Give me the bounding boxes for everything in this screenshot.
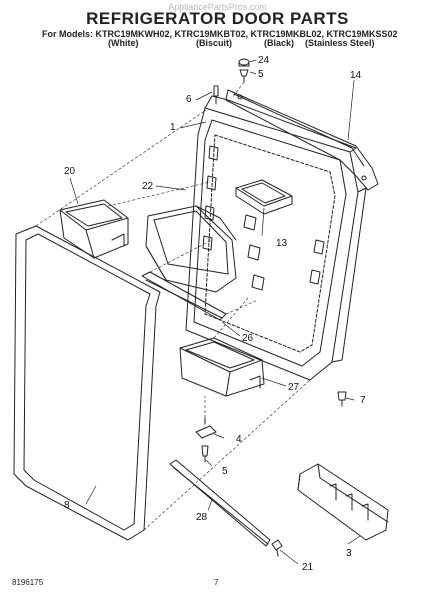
callout-label: 26 — [242, 333, 254, 344]
callout-label: 8 — [64, 500, 70, 511]
finish-stainless: (Stainless Steel) — [305, 38, 375, 48]
callout-label: 13 — [276, 238, 288, 249]
page-number: 7 — [214, 578, 219, 587]
callout-label: 6 — [186, 94, 192, 105]
finish-black: (Black) — [264, 38, 295, 48]
shelf-strip — [141, 271, 227, 321]
callout-labels: 24 5 14 6 1 20 22 13 26 27 7 4 5 8 28 21… — [64, 55, 366, 573]
models-line: For Models: KTRC19MKWH02, KTRC19MKBT02, … — [42, 29, 398, 39]
callout-label: 21 — [302, 562, 314, 573]
door-bin-small — [59, 199, 129, 259]
door-liner — [185, 95, 367, 381]
door-bin-large — [179, 337, 265, 397]
callout-label: 22 — [142, 181, 154, 192]
door-gasket — [13, 225, 161, 541]
callout-label: 7 — [360, 395, 366, 406]
shelf-cover — [145, 205, 237, 293]
page-title: REFRIGERATOR DOOR PARTS — [86, 9, 349, 28]
document-number: 8196175 — [12, 578, 44, 587]
callout-label: 20 — [64, 166, 76, 177]
hinge-pin-parts — [195, 417, 217, 463]
callout-label: 24 — [258, 55, 270, 66]
callout-label: 5 — [222, 466, 228, 477]
bottom-strip — [169, 459, 271, 547]
screw-right — [337, 391, 347, 407]
callout-label: 5 — [258, 69, 264, 80]
callout-label: 27 — [288, 382, 300, 393]
callout-label: 28 — [196, 512, 208, 523]
callout-leaders — [69, 59, 361, 565]
callout-label: 14 — [350, 70, 362, 81]
finish-white: (White) — [108, 38, 139, 48]
finish-biscuit: (Biscuit) — [196, 38, 232, 48]
door-bracket — [297, 463, 389, 541]
callout-label: 4 — [236, 434, 242, 445]
alignment-lines — [35, 81, 311, 531]
callout-label: 1 — [170, 122, 176, 133]
screw-bottom — [271, 539, 283, 557]
callout-label: 3 — [346, 548, 352, 559]
screw-top-parts — [213, 58, 250, 105]
door-trim-top — [225, 89, 379, 191]
watermark-text: AppliancePartsPros.com — [168, 2, 267, 12]
